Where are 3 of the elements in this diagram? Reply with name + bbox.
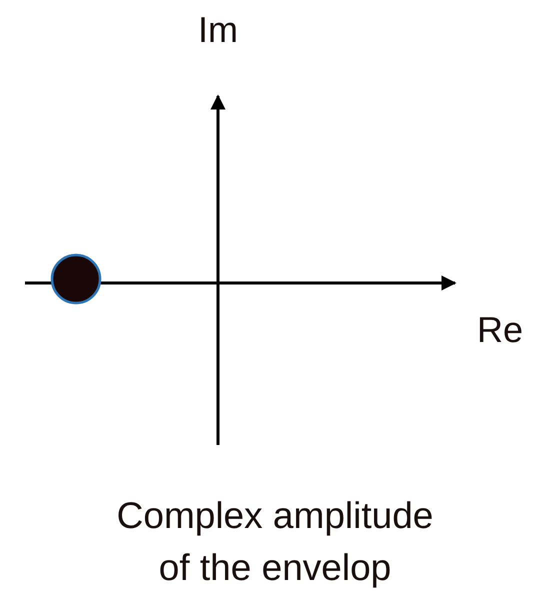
caption: Complex amplitude of the envelop xyxy=(116,494,434,590)
axis-label: Re xyxy=(476,308,524,352)
axis-label: Im xyxy=(197,8,239,52)
